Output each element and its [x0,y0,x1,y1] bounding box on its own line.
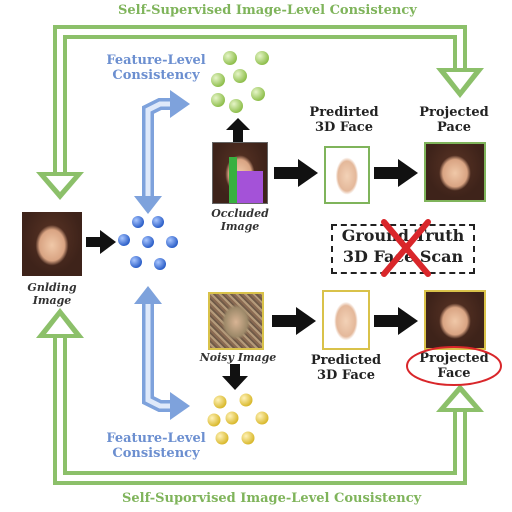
bottom-consistency-loop [36,308,484,485]
feature-label-bottom: Feature-Level Consistency [106,431,206,461]
occluded-image-label: Occluded Image [211,207,269,233]
feature-consistency-arrow-bottom [134,286,190,420]
projected-top-label: Projected Pace [419,105,489,135]
ground-truth-line2: 3D Face Scan [342,246,464,266]
top-consistency-loop [36,25,484,200]
red-cross-mark [381,219,431,277]
bottom-title: Self-Suporvised Image-Level Cousistency [122,491,422,506]
occluder-green-bar [229,157,237,203]
occluded-face-image [212,142,268,204]
input-face-image [22,212,82,276]
input-image-label: Gnlding Image [27,281,77,307]
predicted-3d-face-top [324,146,370,204]
predicted-bottom-label: Predicted 3D Face [310,353,382,383]
projected-bottom-label: Projected Face [419,351,489,381]
ground-truth-line1: Ground Truth [341,226,465,245]
feature-consistency-arrow-top [134,90,190,214]
blue-feature-dots [118,216,178,270]
projected-face-bottom [424,290,486,350]
top-title: Self-Supervised Image-Level Consistency [118,3,417,18]
predicted-top-label: Predirted 3D Face [309,105,379,135]
noisy-face-image [208,292,264,350]
predicted-3d-face-bottom [322,290,370,350]
green-feature-dots [211,51,269,113]
ground-truth-box: Ground Truth 3D Face Scan [331,224,475,274]
flow-arrows [86,118,418,390]
highlight-ellipse [406,346,502,386]
occluder-purple-block [237,171,263,203]
yellow-feature-dots [207,393,269,445]
feature-label-top: Feature-Level Consistency [106,53,206,83]
noisy-image-label: Noisy Image [199,351,277,364]
projected-face-top [424,142,486,202]
